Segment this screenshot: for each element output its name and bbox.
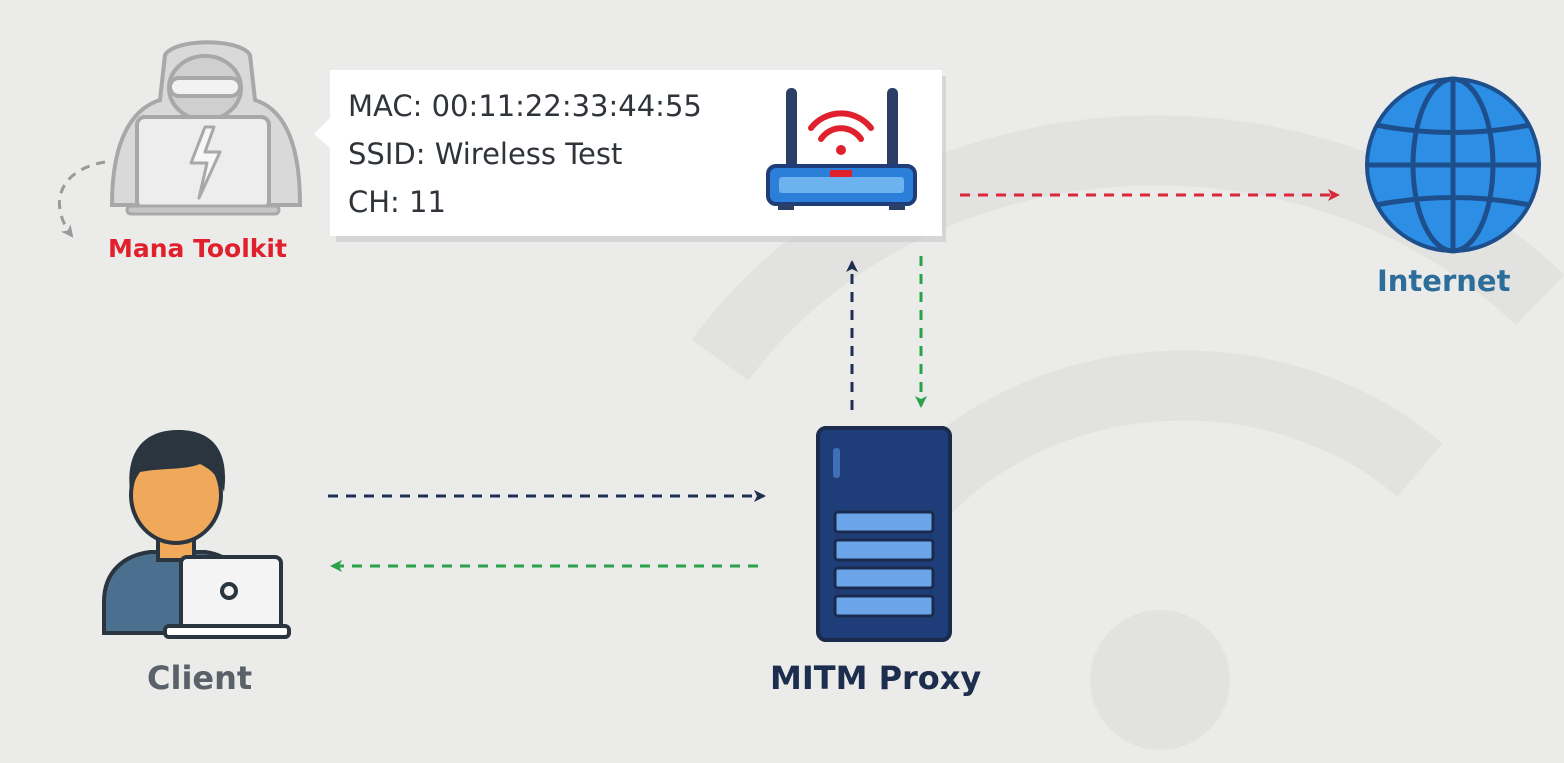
wifi-router-icon: [766, 88, 917, 210]
ssid-text: SSID: Wireless Test: [348, 137, 623, 171]
globe-icon: [1365, 76, 1541, 254]
user-laptop-icon: [102, 430, 291, 639]
internet-label: Internet: [1377, 264, 1511, 298]
mac-address-text: MAC: 00:11:22:33:44:55: [348, 89, 702, 123]
hacker-laptop-icon: [109, 40, 303, 216]
mana-toolkit-label: Mana Toolkit: [108, 234, 287, 263]
access-point-card: [314, 70, 946, 242]
server-icon: [816, 426, 952, 642]
self-loop-arrow: [57, 160, 106, 238]
channel-text: CH: 11: [348, 185, 446, 219]
mitm-proxy-label: MITM Proxy: [770, 659, 982, 697]
client-label: Client: [147, 659, 253, 697]
access-point-info: MAC: 00:11:22:33:44:55 SSID: Wireless Te…: [348, 82, 702, 226]
